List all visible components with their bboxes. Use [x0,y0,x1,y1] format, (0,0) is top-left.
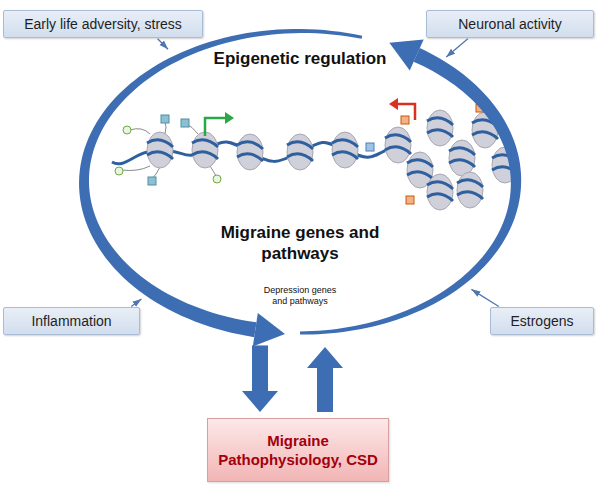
active-transcription-arrow [225,112,234,124]
histone-tail [152,167,160,179]
methyl-mark [406,196,414,204]
methyl-mark [148,177,156,185]
acetyl-mark [213,175,221,183]
nucleosome [147,132,173,168]
cycle-arrow-body [79,29,362,337]
methyl-mark [366,143,374,151]
nucleosome [332,132,358,168]
factor-box: Inflammation [3,307,140,335]
factor-box: Estrogens [490,307,594,335]
nucleosome [192,132,218,168]
active-transcription-arrow [205,118,226,136]
repressed-transcription-arrow [389,98,398,110]
methyl-mark [181,119,189,127]
dna-strand [112,142,390,164]
nucleosome [449,140,475,176]
cycle-arrow-head [389,39,423,70]
box-label: Early life adversity, stress [24,16,182,33]
section-note: Depression genes and pathways [259,285,341,307]
influence-arrow [471,289,498,306]
box-label: Inflammation [31,313,111,330]
feedback-arrow [317,368,333,412]
nucleosome [457,172,483,208]
nucleosome [287,134,313,170]
nucleosome [385,127,411,163]
epigenetic-cycle: Epigenetic regulationMigraine genes and … [75,22,525,342]
nucleosome [427,174,453,210]
nucleosome [237,134,263,170]
histone-tail [165,122,166,134]
section-heading: Epigenetic regulation [75,48,525,69]
histone-tail [186,124,198,134]
influence-arrow [131,299,141,306]
box-label: Migraine Pathophysiology, CSD [216,431,380,469]
cycle-arrow [79,29,362,347]
nucleosome [427,110,453,146]
histone-tail [122,166,150,171]
repressed-transcription-arrow [397,104,415,120]
histone-tail [130,129,150,134]
nucleosome [407,152,433,188]
methyl-mark [401,116,409,124]
box-label: Neuronal activity [458,16,562,33]
outcome-box: Migraine Pathophysiology, CSD [207,418,389,482]
methyl-mark [161,115,169,123]
influence-arrow [158,39,168,49]
acetyl-mark [123,126,131,134]
cycle-arrow-head [253,313,285,347]
box-label: Estrogens [510,313,573,330]
factor-box: Early life adversity, stress [3,10,203,38]
acetyl-mark [115,167,123,175]
section-heading: Migraine genes and pathways [210,222,390,264]
histone-tail [210,166,216,176]
feedback-arrow [252,345,268,391]
influence-arrow [446,39,468,57]
factor-box: Neuronal activity [426,10,594,38]
